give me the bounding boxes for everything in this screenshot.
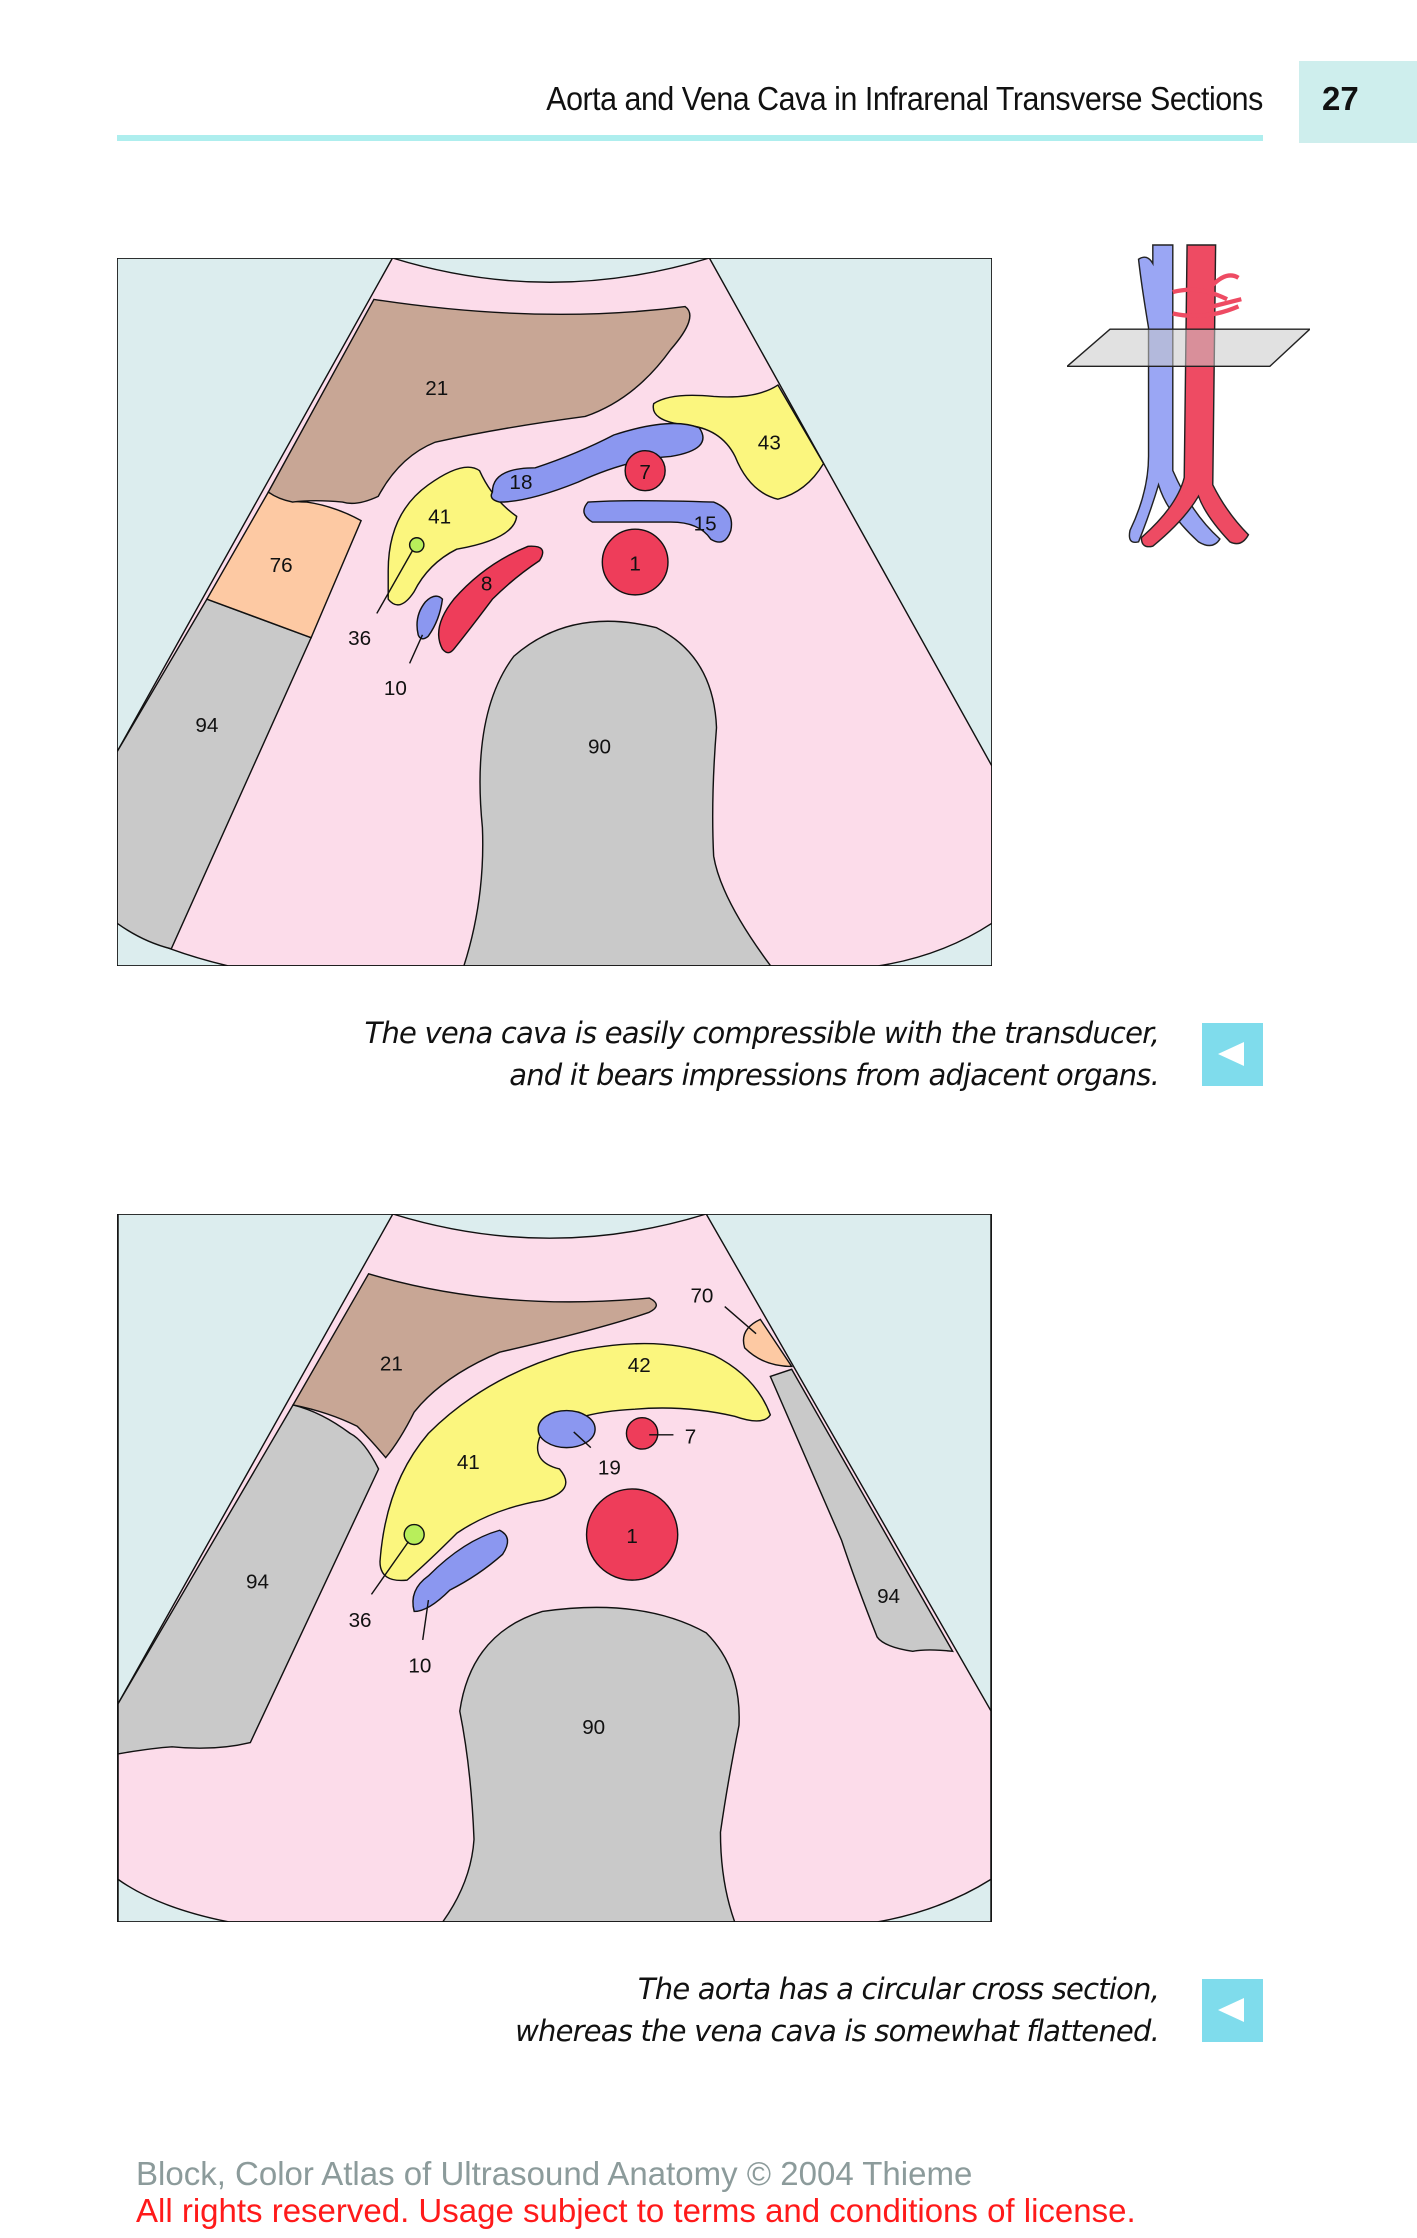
label-1: 1 bbox=[629, 553, 641, 576]
region-21 bbox=[267, 298, 691, 505]
label-43: 43 bbox=[758, 431, 781, 454]
region-70 bbox=[742, 1318, 794, 1368]
lymph-node-36 bbox=[403, 1523, 425, 1546]
label-41: 41 bbox=[428, 506, 451, 529]
left-triangle-icon bbox=[1218, 1998, 1244, 2022]
leader-36 bbox=[370, 1541, 410, 1595]
label-15: 15 bbox=[694, 513, 717, 536]
caption-1: The vena cava is easily compressible wit… bbox=[364, 1012, 1160, 1096]
label-21: 21 bbox=[425, 377, 448, 400]
caption-2-line-1: The aorta has a circular cross section, bbox=[637, 1972, 1160, 2006]
copyright-notice: Block, Color Atlas of Ultrasound Anatomy… bbox=[136, 2155, 973, 2192]
vena-cava-illustration bbox=[1128, 244, 1221, 547]
label-21: 21 bbox=[380, 1353, 403, 1376]
vessel-7 bbox=[625, 1416, 659, 1450]
renal-branches bbox=[1172, 273, 1242, 319]
caption-1-line-2: and it bears impressions from adjacent o… bbox=[509, 1058, 1160, 1092]
label-7: 7 bbox=[685, 1425, 696, 1448]
label-94: 94 bbox=[195, 714, 218, 737]
section-plane bbox=[1067, 328, 1310, 368]
vessel-19 bbox=[537, 1409, 596, 1449]
region-90 bbox=[441, 1606, 740, 1922]
ultrasound-diagram-1: 21 76 94 90 43 41 18 7 15 1 8 36 10 bbox=[117, 258, 992, 966]
chapter-title: Aorta and Vena Cava in Infrarenal Transv… bbox=[546, 80, 1264, 117]
label-36: 36 bbox=[349, 1609, 372, 1632]
label-8: 8 bbox=[481, 573, 493, 596]
leader-10 bbox=[422, 1599, 430, 1641]
license-notice: All rights reserved. Usage subject to te… bbox=[136, 2192, 1136, 2229]
label-41: 41 bbox=[457, 1451, 480, 1474]
page-number: 27 bbox=[1322, 80, 1359, 117]
label-18: 18 bbox=[509, 471, 532, 494]
vessel-8 bbox=[437, 545, 544, 654]
page-number-tab bbox=[1299, 61, 1417, 143]
figure-frame bbox=[117, 258, 992, 966]
region-94-right bbox=[769, 1368, 954, 1653]
label-7: 7 bbox=[639, 461, 651, 484]
vessel-10 bbox=[416, 595, 444, 640]
vessel-7 bbox=[624, 449, 666, 492]
aorta-1 bbox=[585, 1488, 679, 1581]
region-41-42 bbox=[379, 1342, 772, 1582]
leader-36 bbox=[376, 550, 414, 614]
ultrasound-diagram-2: 21 70 42 41 19 7 1 94 94 36 10 90 bbox=[117, 1214, 992, 1922]
vessel-10 bbox=[412, 1529, 509, 1613]
leader-10 bbox=[408, 634, 424, 664]
label-42: 42 bbox=[628, 1354, 651, 1377]
back-arrow-button-2[interactable] bbox=[1202, 1979, 1263, 2042]
header-rule bbox=[117, 135, 1263, 141]
back-arrow-button-1[interactable] bbox=[1202, 1023, 1263, 1086]
region-41 bbox=[387, 466, 518, 606]
aorta-illustration bbox=[1140, 244, 1250, 548]
label-10: 10 bbox=[384, 677, 407, 700]
vessel-18 bbox=[490, 422, 704, 503]
caption-2: The aorta has a circular cross section, … bbox=[515, 1968, 1160, 2052]
aorta-1 bbox=[601, 528, 669, 596]
label-90: 90 bbox=[588, 735, 611, 758]
vessel-15 bbox=[583, 499, 733, 543]
vessel-orientation-inset bbox=[1067, 244, 1310, 548]
label-94-left: 94 bbox=[246, 1571, 269, 1594]
leader-70 bbox=[724, 1306, 757, 1335]
leader-19 bbox=[573, 1431, 592, 1449]
label-94-right: 94 bbox=[877, 1585, 900, 1608]
lymph-node-36 bbox=[408, 537, 425, 553]
label-76: 76 bbox=[270, 554, 293, 577]
label-10: 10 bbox=[408, 1655, 431, 1678]
label-70: 70 bbox=[690, 1284, 713, 1307]
left-triangle-icon bbox=[1218, 1042, 1244, 1066]
label-19: 19 bbox=[598, 1457, 621, 1480]
caption-2-line-2: whereas the vena cava is somewhat flatte… bbox=[515, 2014, 1160, 2048]
label-36: 36 bbox=[348, 627, 371, 650]
region-94-left bbox=[117, 1404, 380, 1755]
region-21 bbox=[291, 1272, 658, 1459]
label-90: 90 bbox=[582, 1716, 605, 1739]
label-1: 1 bbox=[626, 1525, 637, 1548]
region-90 bbox=[463, 620, 772, 966]
caption-1-line-1: The vena cava is easily compressible wit… bbox=[364, 1016, 1160, 1050]
figure-frame bbox=[117, 1214, 992, 1922]
